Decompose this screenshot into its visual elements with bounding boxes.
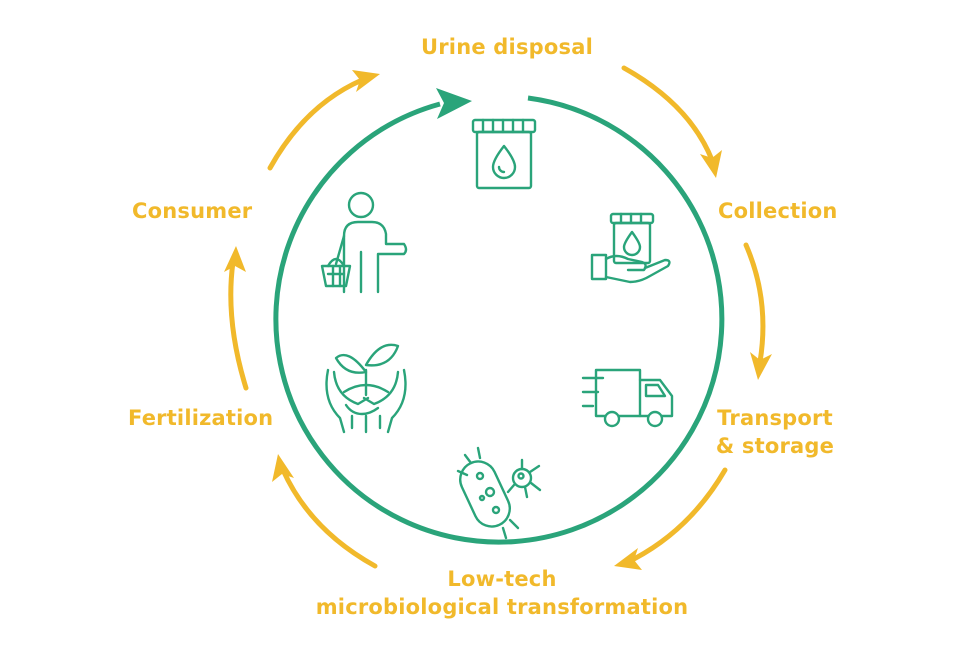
arrow-fertilization-to-consumer: [228, 259, 249, 391]
label-transport-line1: Transport: [717, 406, 833, 430]
green-cycle-arrowhead: [436, 88, 472, 119]
label-consumer: Consumer: [132, 199, 253, 223]
label-fertilization: Fertilization: [128, 406, 274, 430]
arrow-disposal-to-collection: [621, 65, 715, 163]
arrowhead-fertilization: [272, 454, 294, 482]
green-cycle-circle: [273, 95, 725, 545]
hand-holding-container-icon: [590, 212, 671, 284]
label-transport: Transport & storage: [700, 404, 850, 460]
urine-container-icon: [471, 118, 537, 190]
arrowhead-consumer: [224, 246, 246, 272]
hands-with-sprout-icon: [325, 343, 407, 434]
label-urine-disposal: Urine disposal: [421, 35, 593, 59]
arrowhead-lowtech: [614, 548, 642, 570]
arrowhead-transport: [750, 352, 772, 380]
arrow-collection-to-transport: [743, 242, 766, 365]
arrowhead-disposal: [352, 70, 380, 92]
consumer-with-basket-icon: [320, 191, 408, 294]
arrow-consumer-to-disposal: [267, 77, 365, 171]
label-transport-line2: & storage: [715, 434, 835, 458]
delivery-truck-icon: [581, 368, 674, 428]
arrow-lowtech-to-fertilization: [280, 467, 378, 569]
arrowhead-collection: [700, 150, 722, 178]
label-collection: Collection: [718, 199, 838, 223]
bacteria-icon: [456, 446, 542, 540]
arrow-transport-to-lowtech: [629, 467, 728, 563]
label-lowtech-line1: Low-tech: [447, 567, 557, 591]
label-lowtech: Low-tech microbiological transformation: [292, 565, 712, 621]
label-lowtech-line2: microbiological transformation: [315, 595, 689, 619]
